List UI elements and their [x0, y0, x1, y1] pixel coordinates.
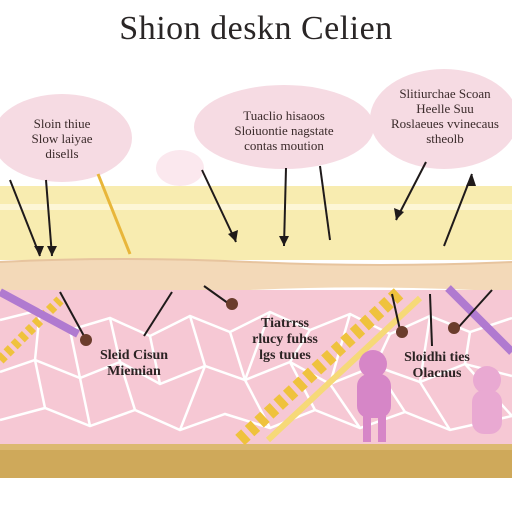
hair-shaft-left	[96, 173, 132, 255]
purple-fiber-right	[445, 285, 512, 355]
callout-bubble-center	[194, 85, 374, 169]
epidermis-layer	[0, 186, 512, 260]
small-bubble	[156, 150, 204, 186]
stratum-edge	[0, 258, 512, 266]
callout-left-text: Sloin thiue Slow laiyae disells	[31, 116, 93, 161]
diagram-title: Shion deskn Celien	[119, 10, 393, 47]
epidermis-highlight	[0, 204, 512, 210]
subcutaneous-base	[0, 448, 512, 478]
pink-cell-figure-left	[357, 350, 391, 442]
follicle-far-right	[448, 322, 460, 334]
callout-right-text: Slitiurchae Scoan Heelle Suu Roslaeues v…	[391, 86, 499, 146]
yellow-fiber-left	[0, 296, 64, 364]
callout-center-text: Tuaclio hisaoos Sloiuontie nagstate cont…	[234, 108, 334, 153]
pink-cell-figure-right	[472, 366, 502, 434]
purple-fiber-left	[0, 288, 80, 338]
callout-bubble-right	[370, 69, 512, 169]
follicle-center	[226, 298, 238, 310]
label-dermis-left: Sleid Cisun Miemian	[99, 348, 169, 379]
pointer-arrows	[9, 161, 493, 347]
callout-bubble-left	[0, 94, 132, 182]
follicle-right	[396, 326, 408, 338]
base-edge	[0, 444, 512, 450]
label-dermis-center: Tiatrrss rlucy fuhss lgs tuues	[252, 316, 318, 363]
arrow-heads	[34, 174, 476, 256]
yellow-fiber-center-2	[265, 295, 423, 443]
yellow-fiber-center	[235, 286, 405, 446]
label-dermis-right: Sloidhi ties Olacnus	[404, 350, 470, 381]
stratum-band	[0, 259, 512, 293]
follicle-left	[80, 334, 92, 346]
